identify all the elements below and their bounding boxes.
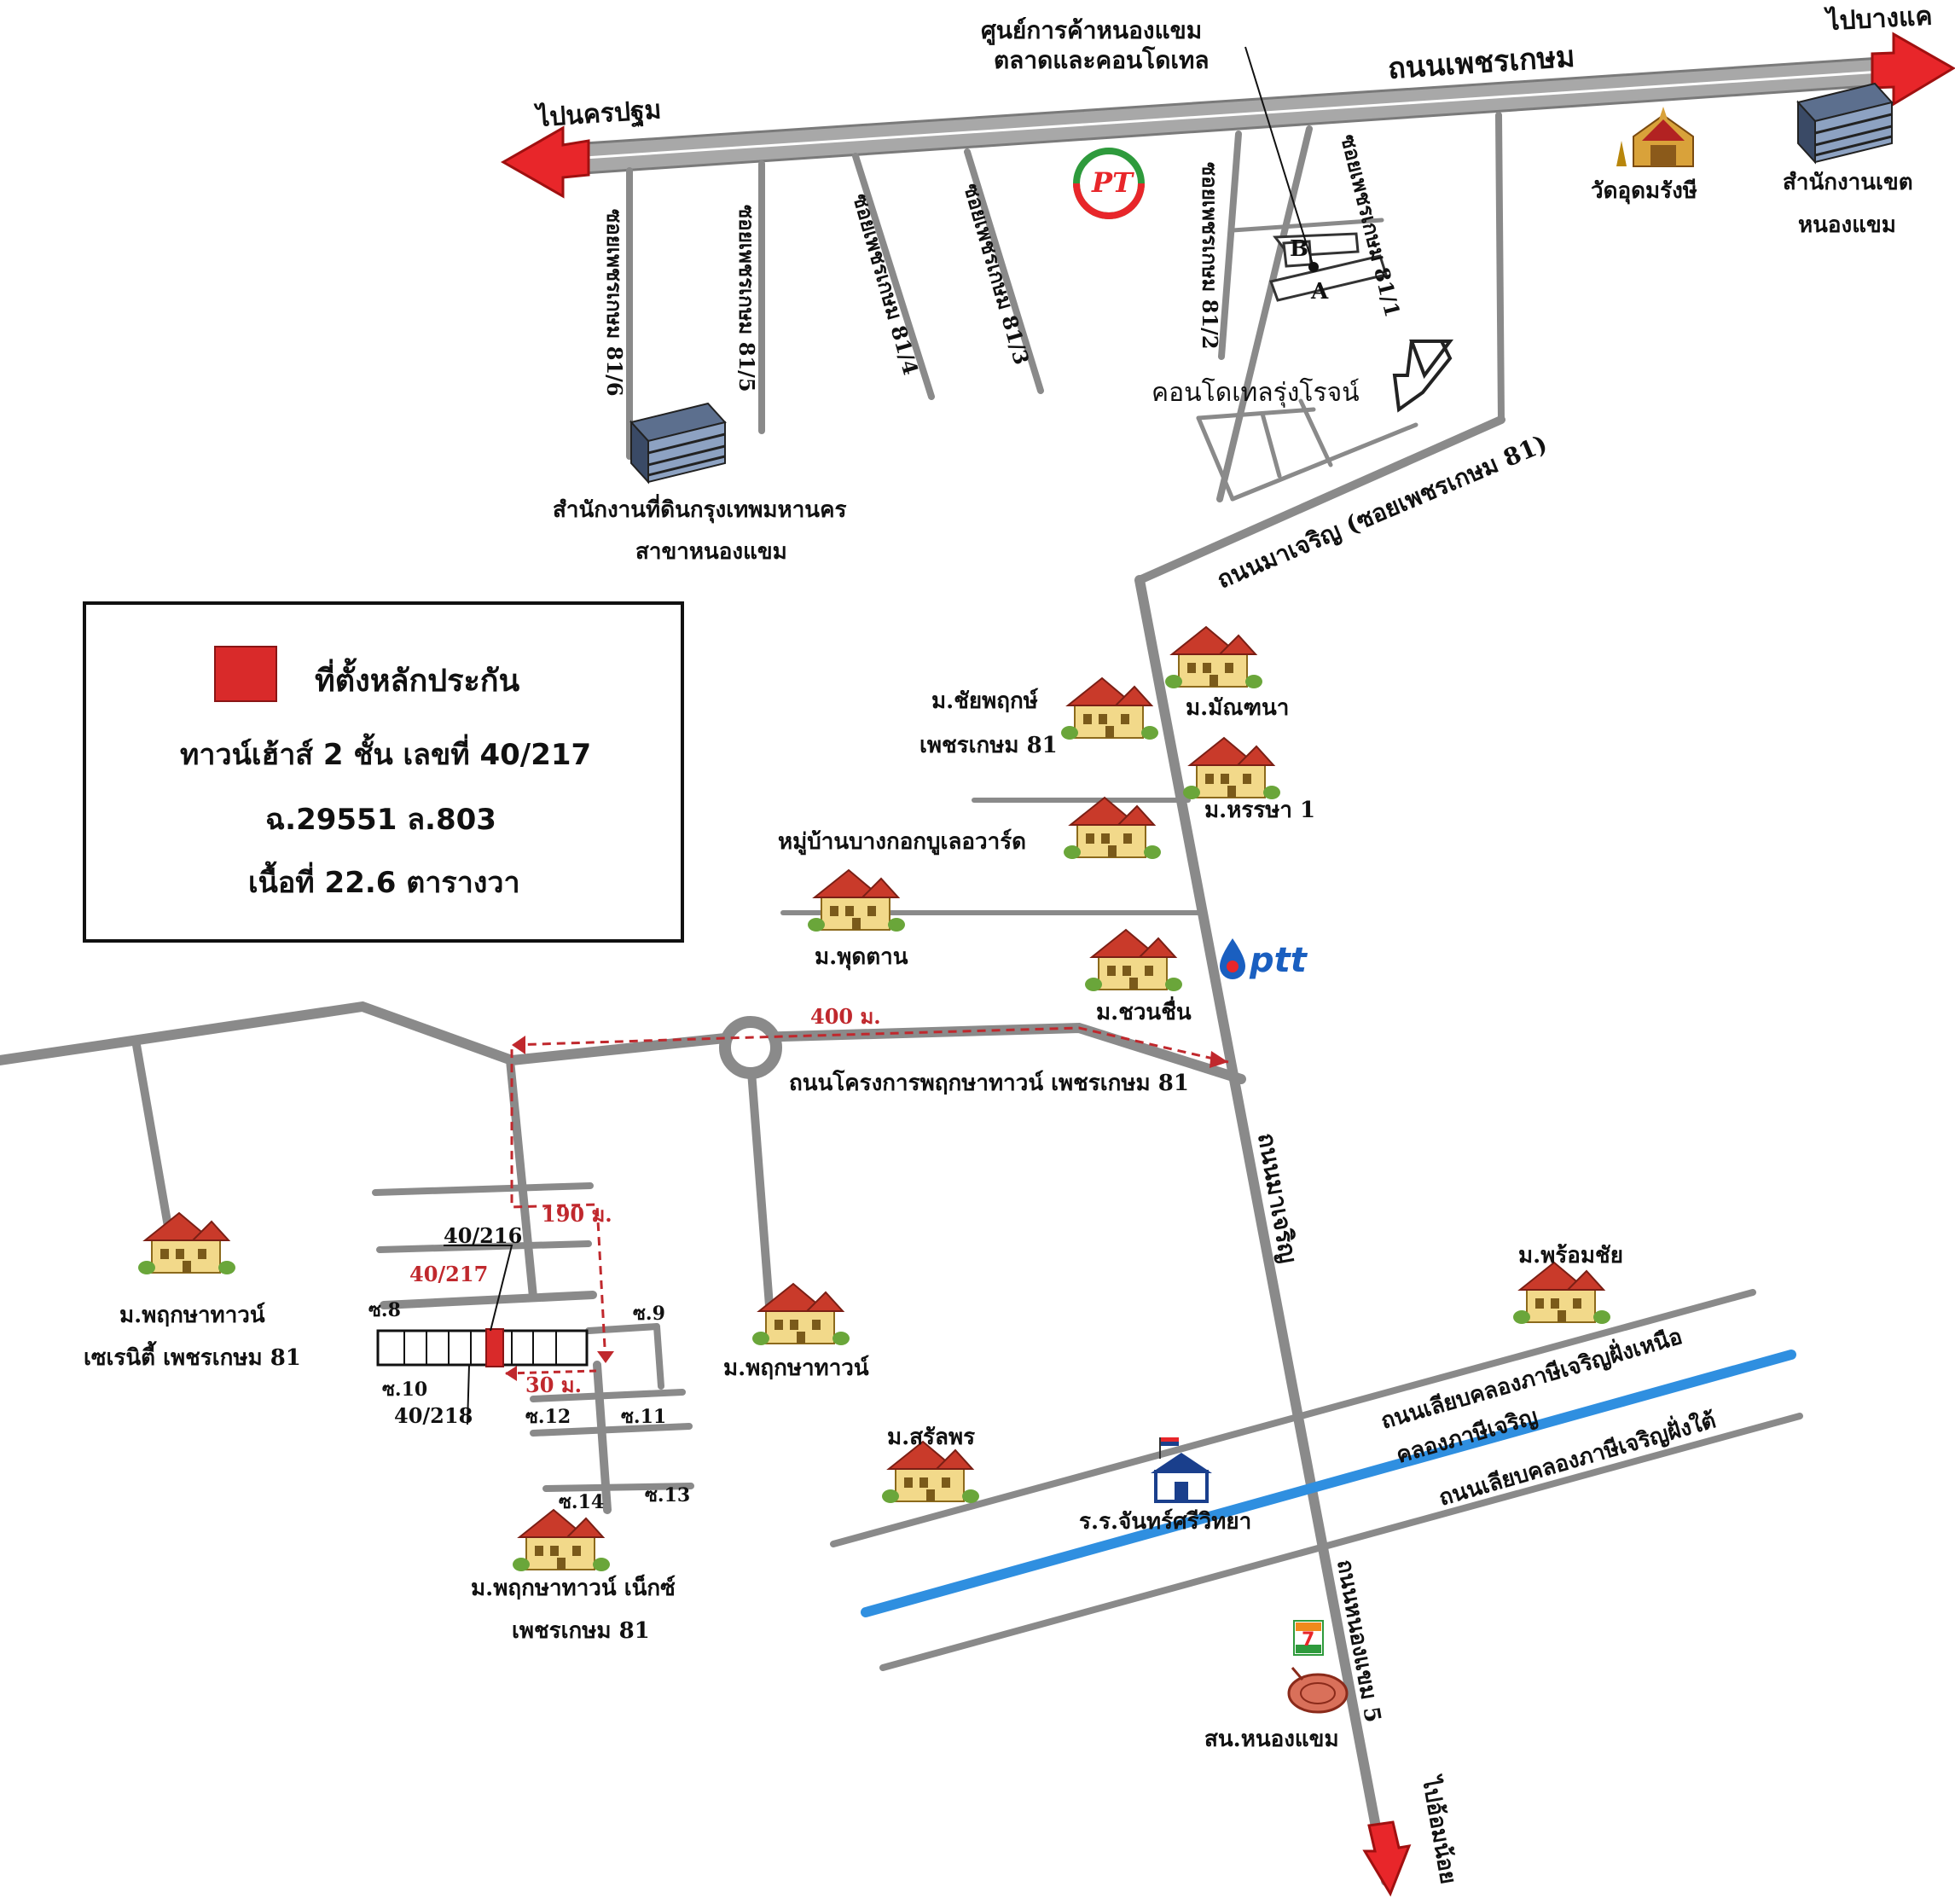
legend-line-3: เนื้อที่ 22.6 ตารางวา xyxy=(248,866,520,900)
west-arrow xyxy=(500,125,590,199)
pruksa-town-label: ม.พฤกษาทาวน์ xyxy=(723,1355,869,1381)
legend-line-2: ฉ.29551 ล.803 xyxy=(265,803,496,837)
district-office-label-line1: สำนักงานเขต xyxy=(1783,170,1913,195)
townhouse-area xyxy=(372,1182,694,1514)
market-label-line1: ศูนย์การค้าหนองแขม xyxy=(981,16,1202,45)
boulevard-label: หมู่บ้านบางกอกบูเลอวาร์ด xyxy=(778,828,1026,856)
land-office-label-line2: สาขาหนองแขม xyxy=(635,539,787,565)
next-label-line1: ม.พฤกษาทาวน์ เน็กซ์ xyxy=(471,1574,676,1601)
plot-40-217-label: 40/217 xyxy=(409,1262,488,1286)
townhouse-row xyxy=(376,1328,589,1367)
house-icon-serenity xyxy=(137,1212,236,1275)
macharoen-road xyxy=(1134,575,1391,1886)
plot-40-218-label: 40/218 xyxy=(394,1403,473,1428)
route-path xyxy=(505,1026,1229,1381)
distance-30-label: 30 ม. xyxy=(525,1373,582,1397)
alley-14-label: ซ.14 xyxy=(559,1491,604,1513)
next-label-line2: เพชรเกษม 81 xyxy=(512,1618,650,1644)
temple-icon xyxy=(1616,107,1694,167)
to-bang-khae-label: ไปบางแค xyxy=(1824,1,1934,38)
land-office-icon xyxy=(629,402,727,484)
plot-leaders xyxy=(444,1245,513,1425)
serenity-label-line2: เซเรนิตี้ เพชรเกษม 81 xyxy=(84,1340,301,1371)
south-arrow xyxy=(1362,1820,1412,1897)
house-icon-manthana xyxy=(1164,626,1263,689)
plot-40-216-label: 40/216 xyxy=(444,1223,522,1248)
legend-line-1: ทาวน์เฮ้าส์ 2 ชั้น เลขที่ 40/217 xyxy=(180,738,592,772)
school-icon xyxy=(1151,1437,1212,1503)
pt-station-icon: PT xyxy=(1073,148,1145,219)
soi-81-5-label: ซอยเพชรเกษม 81/5 xyxy=(734,205,759,392)
east-arrow xyxy=(1871,32,1955,107)
collateral-swatch xyxy=(214,646,277,702)
temple-label: วัดอุดมรังษี xyxy=(1591,178,1697,205)
promchai-label: ม.พร้อมชัย xyxy=(1518,1243,1623,1268)
alley-9-label: ซ.9 xyxy=(633,1303,665,1325)
soi-81-1-label: ซอยเพชรเกษม 81/1 xyxy=(1336,131,1405,319)
hansa-label: ม.หรรษา 1 xyxy=(1204,798,1315,823)
soi-81-4-label: ซอยเพชรเกษม 81/4 xyxy=(848,191,923,378)
seven-eleven-icon: 7 xyxy=(1293,1620,1324,1656)
alley-11-label: ซ.11 xyxy=(621,1406,666,1428)
house-icon-hansa xyxy=(1182,737,1281,800)
pt-logo-text: PT xyxy=(1091,166,1134,199)
ptt-logo-text: ptt xyxy=(1249,941,1308,980)
police-icon xyxy=(1287,1667,1349,1714)
block-b-label: B xyxy=(1290,236,1308,262)
legend-title: ที่ตั้งหลักประกัน xyxy=(315,664,520,699)
legend-box: ที่ตั้งหลักประกัน ทาวน์เฮ้าส์ 2 ชั้น เลข… xyxy=(83,601,684,943)
to-omnoi-label: ไปอ้อมน้อย xyxy=(1417,1773,1463,1886)
project-road xyxy=(0,1001,1246,1344)
soi-81-2-label: ซอยเพชรเกษม 81/2 xyxy=(1198,162,1222,350)
soi-roads xyxy=(626,112,1505,584)
collateral-plot xyxy=(485,1328,504,1367)
phudtan-label: ม.พุดตาน xyxy=(815,944,908,971)
house-icon-chuanchuen xyxy=(1084,929,1183,992)
police-label: สน.หนองแขม xyxy=(1204,1727,1339,1752)
project-road-label: ถนนโครงการพฤกษาทาวน์ เพชรเกษม 81 xyxy=(789,1069,1189,1096)
district-office-icon xyxy=(1796,82,1894,164)
chaiyapruk-label-line2: เพชรเกษม 81 xyxy=(919,733,1058,758)
saranporn-label: ม.สรัลพร xyxy=(887,1425,975,1450)
school-label: ร.ร.จันทร์ศรีวิทยา xyxy=(1079,1508,1251,1535)
alley-10-label: ซ.10 xyxy=(382,1379,427,1401)
canal xyxy=(861,1350,1796,1617)
distance-400-label: 400 ม. xyxy=(810,1004,881,1029)
manthana-label: ม.มัณฑนา xyxy=(1186,695,1289,721)
chuanchuen-label: ม.ชวนชื่น xyxy=(1096,996,1192,1025)
market-label-line2: ตลาดและคอนโดเทล xyxy=(994,45,1210,74)
to-nakhon-pathom-label: ไปนครปฐม xyxy=(533,94,662,135)
block-a-label: A xyxy=(1310,279,1329,305)
distance-190-label: 190 ม. xyxy=(542,1202,612,1227)
roundabout xyxy=(719,1016,782,1079)
canal-north-road xyxy=(830,1289,1756,1547)
serenity-label-line1: ม.พฤกษาทาวน์ xyxy=(119,1302,265,1328)
condo-label: คอนโดเทลรุ่งโรจน์ xyxy=(1152,377,1360,409)
house-icon-phudtan xyxy=(807,869,906,932)
alley-8-label: ซ.8 xyxy=(368,1299,401,1321)
seven-eleven-text: 7 xyxy=(1302,1629,1314,1651)
land-office-label-line1: สำนักงานที่ดินกรุงเทพมหานคร xyxy=(553,493,846,524)
house-icon-next xyxy=(512,1509,611,1572)
macharoen-soi-label: ถนนมาเจริญ (ซอยเพชรเกษม 81) xyxy=(1213,429,1552,594)
house-icon-saranporn xyxy=(881,1441,980,1504)
market-buildings xyxy=(1244,46,1388,302)
house-icon-boulevard xyxy=(1063,797,1162,860)
alley-12-label: ซ.12 xyxy=(525,1406,571,1428)
soi-81-6-label: ซอยเพชรเกษม 81/6 xyxy=(602,209,627,397)
house-icon-chaiyapruk xyxy=(1060,677,1159,740)
condo-building xyxy=(1392,340,1453,413)
soi-81-3-label: ซอยเพชรเกษม 81/3 xyxy=(959,181,1034,368)
district-office-label-line2: หนองแขม xyxy=(1798,212,1896,238)
ptt-logo: ptt xyxy=(1220,938,1308,980)
house-icon-promchai xyxy=(1512,1262,1611,1325)
canal-south-road xyxy=(879,1413,1803,1671)
chaiyapruk-label-line1: ม.ชัยพฤกษ์ xyxy=(931,688,1038,714)
alley-13-label: ซ.13 xyxy=(645,1484,690,1506)
